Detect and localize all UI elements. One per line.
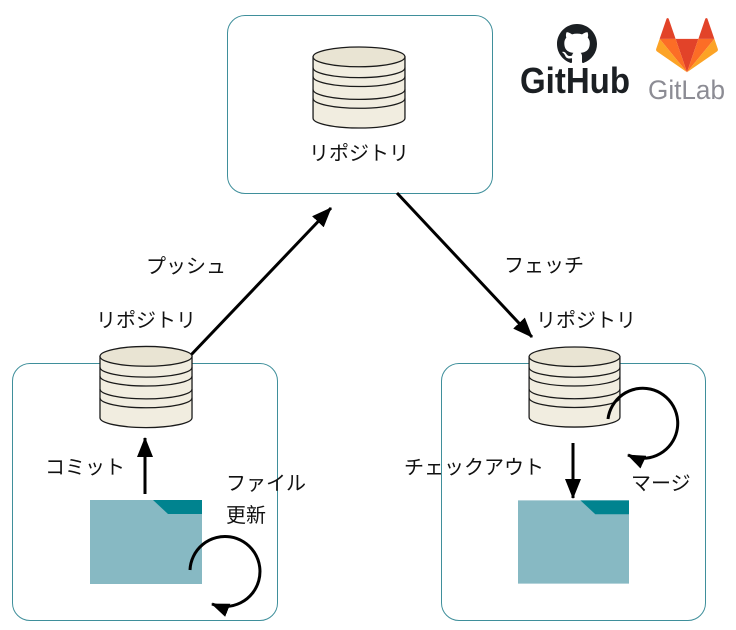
octocat-icon — [557, 24, 597, 64]
fetch-arrow — [395, 191, 534, 339]
gitlab-wordmark: GitLab — [648, 75, 725, 105]
github-wordmark: GitHub — [520, 60, 630, 101]
local-repository-push-database-icon — [99, 345, 193, 429]
tanuki-icon — [656, 18, 718, 73]
commit-label: コミット — [45, 455, 125, 479]
github-logo: GitHub — [520, 24, 630, 101]
gitlab-logo: GitLab — [648, 18, 725, 105]
local-repository-push-label: リポジトリ — [96, 308, 196, 332]
working-files-push-folder-icon — [90, 500, 202, 584]
merge-cycle-arrow — [606, 386, 680, 469]
working-files-fetch-folder-icon — [518, 500, 629, 584]
local-repository-fetch-database-icon — [528, 346, 621, 428]
local-repository-fetch-label: リポジトリ — [536, 308, 636, 332]
remote-repository-label: リポジトリ — [309, 141, 409, 165]
push-label: プッシュ — [146, 254, 226, 278]
push-arrow — [188, 206, 333, 358]
fetch-label: フェッチ — [504, 253, 584, 277]
file-update-label: ファイル 更新 — [226, 471, 306, 527]
checkout-label: チェックアウト — [404, 455, 544, 479]
merge-label: マージ — [631, 471, 691, 495]
remote-repository-database-icon — [312, 46, 406, 129]
file-update-cycle-arrow — [188, 534, 262, 617]
